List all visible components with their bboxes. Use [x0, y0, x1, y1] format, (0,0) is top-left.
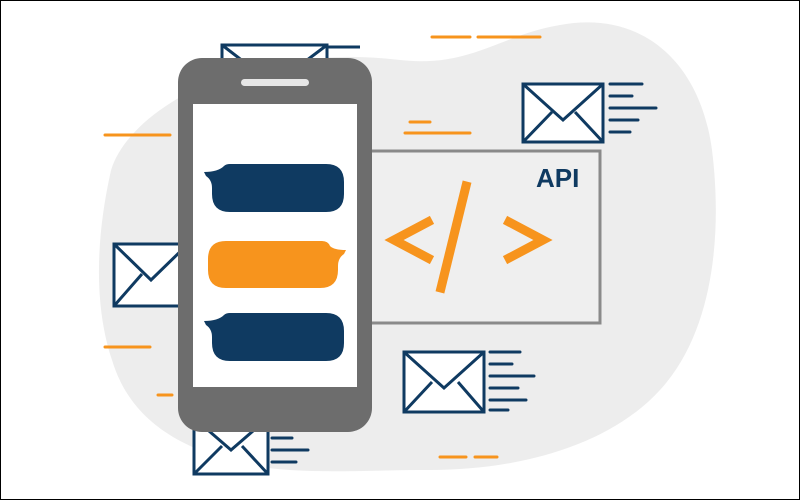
api-label: API — [536, 163, 579, 193]
orange-dashes — [103, 35, 542, 459]
chat-bubble-icon — [204, 313, 344, 361]
chat-bubble-icon — [204, 164, 344, 212]
chat-bubble-icon — [208, 241, 346, 288]
envelope-icon — [402, 350, 486, 414]
envelope-icon — [521, 82, 605, 144]
speed-lines-icon — [608, 82, 658, 134]
api-panel — [338, 149, 602, 325]
envelope-icon — [112, 242, 190, 308]
speed-lines-icon — [488, 350, 536, 412]
code-brackets-icon — [384, 180, 553, 294]
